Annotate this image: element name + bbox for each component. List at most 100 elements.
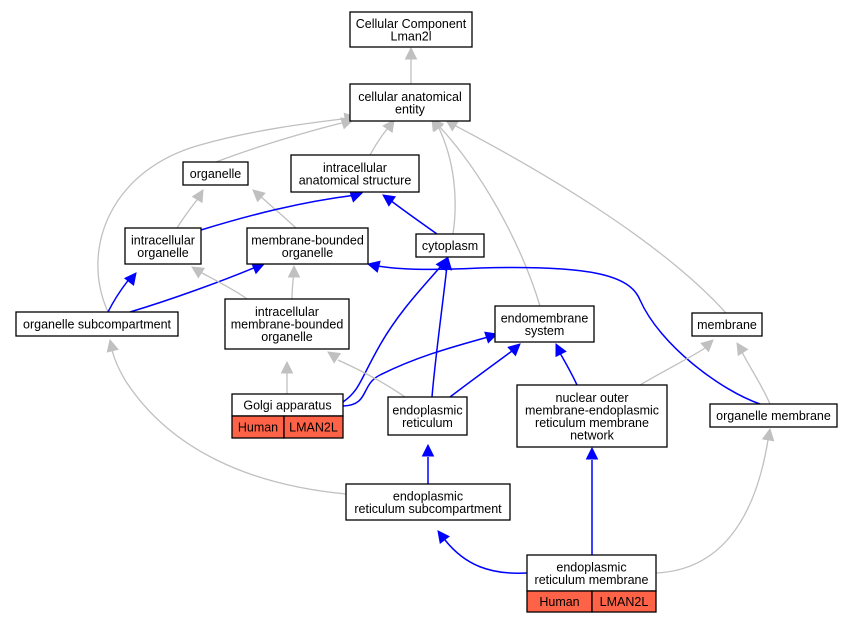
part-of-edge-11-arrow [123,272,137,286]
is-a-edge-1 [215,120,351,163]
part-of-edge-10-arrow [382,194,397,207]
is-a-edge-8 [257,193,297,229]
node-label: Cellular Component [356,17,467,31]
node-box [709,403,838,428]
node-label: intracellular [131,233,195,247]
part-of-edge-9-arrow [349,190,364,203]
part-of-edge-10 [389,199,438,235]
is-a-edge-13-arrow [191,266,206,279]
node-label: Golgi apparatus [243,399,331,413]
is-a-edge-7-arrow [191,189,204,204]
is-a-edge-0-arrow [404,46,418,60]
is-a-edge-24 [337,359,406,398]
is-a-edge-26-arrow [106,338,119,353]
node-label: anatomical structure [299,173,412,187]
node-box [224,298,350,350]
gene-label: LMAN2L [600,595,649,609]
part-of-edge-17 [431,265,448,398]
part-of-edge-11 [107,277,131,313]
node-label: endomembrane [501,311,589,325]
node-om[interactable]: organelle membrane [709,403,838,428]
node-box [349,11,473,48]
node-label: cytoplasm [422,239,478,253]
part-of-edge-19 [449,350,513,398]
is-a-edge-21-arrow [700,339,714,353]
part-of-edge-9 [200,194,357,231]
is-a-edge-8-arrow [252,189,266,203]
part-of-edge-28 [444,539,528,574]
node-box [15,311,179,337]
node-label: cellular anatomical [358,90,462,104]
is-a-edge-3 [97,117,351,313]
node-label: organelle [190,167,241,181]
species-label: Human [539,595,579,609]
node-box [691,312,763,337]
is-a-edge-23-arrow [280,360,294,374]
part-of-edge-15 [377,265,761,405]
is-a-edge-4 [436,123,456,235]
node-cytoplasm[interactable]: cytoplasm [415,233,485,258]
is-a-edge-6 [451,123,727,314]
part-of-edge-20 [559,352,578,386]
node-label: organelle [282,246,333,260]
node-osc[interactable]: organelle subcompartment [15,311,179,337]
node-box [494,305,595,343]
node-label: reticulum membrane [535,573,649,587]
part-of-edge-18 [342,336,489,407]
node-label: intracellular [323,161,387,175]
gene-cell [591,590,657,613]
node-label: organelle subcompartment [23,318,172,332]
part-of-edge-20-arrow [555,342,567,358]
node-membrane[interactable]: membrane [691,312,763,337]
node-box [349,83,471,122]
node-label: membrane-bounded [231,318,344,332]
node-label: membrane-bounded [251,233,364,247]
node-nomerm[interactable]: nuclear outermembrane-endoplasmicreticul… [516,384,668,448]
node-label: organelle [261,330,312,344]
is-a-edge-14-arrow [287,264,301,278]
part-of-edge-16 [342,265,442,403]
node-box [182,161,249,186]
node-label: membrane-endoplasmic [525,403,659,417]
node-box [290,154,420,193]
part-of-edge-27-arrow [585,446,599,460]
gene-label: LMAN2L [289,421,338,435]
node-box [516,384,668,448]
is-a-edge-22 [741,351,771,405]
is-a-edge-29-arrow [761,427,775,442]
node-label: network [570,428,615,442]
part-of-edge-25-arrow [421,443,435,457]
node-label: entity [395,102,426,116]
is-a-edge-26 [111,349,347,495]
node-box [124,227,202,265]
node-organelle[interactable]: organelle [182,161,249,186]
node-box [345,483,511,521]
part-of-edge-15-arrow [366,260,381,273]
is-a-edge-2-arrow [382,119,395,134]
part-of-edge-17-arrow [439,256,453,271]
node-label: reticulum [402,416,453,430]
node-box [246,227,369,265]
part-of-edge-28-arrow [437,530,450,544]
node-label: organelle [137,246,188,260]
part-of-edge-12 [129,266,257,313]
node-box [415,233,485,258]
node-label: intracellular [255,305,319,319]
is-a-edge-29 [655,439,769,574]
is-a-edge-7 [176,195,201,229]
part-of-edge-19-arrow [507,343,521,357]
node-label: Lman2l [391,29,432,43]
node-label: endoplasmic [393,489,463,503]
